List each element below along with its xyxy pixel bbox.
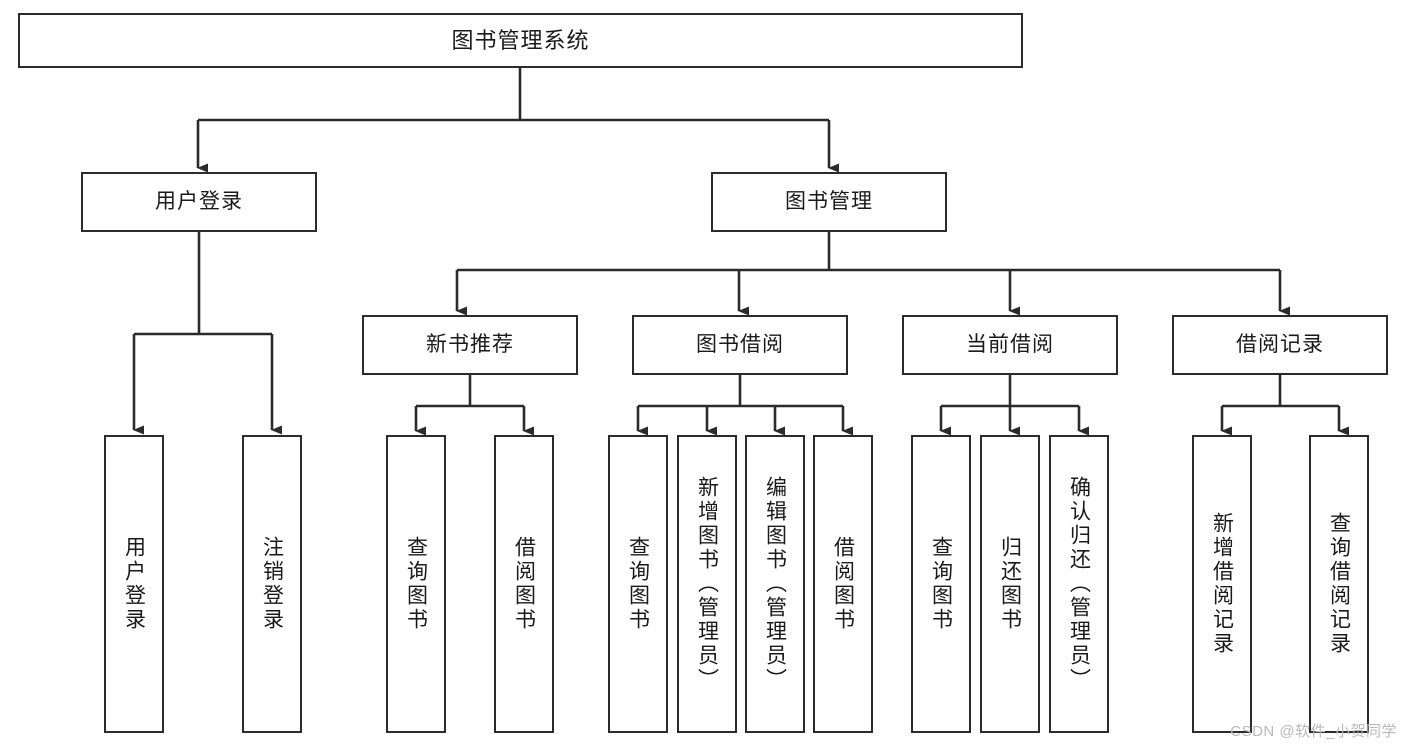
- leaf-label: 查询图书: [404, 536, 428, 632]
- leaf-label: 注销登录: [260, 536, 284, 632]
- leaf-label: 借阅图书: [831, 536, 855, 632]
- leaf-label: 归还图书: [998, 536, 1022, 632]
- node-root[interactable]: 图书管理系统: [18, 13, 1023, 68]
- leaf-new-book-borrow-book[interactable]: 借阅图书: [494, 435, 554, 733]
- node-book-borrow[interactable]: 图书借阅: [632, 315, 848, 375]
- leaf-current-borrow-query-book[interactable]: 查询图书: [911, 435, 971, 733]
- node-current-borrow[interactable]: 当前借阅: [902, 315, 1118, 375]
- node-new-book-recommend[interactable]: 新书推荐: [362, 315, 578, 375]
- leaf-label: 查询图书: [929, 536, 953, 632]
- leaf-user-login-login[interactable]: 用户登录: [104, 435, 164, 733]
- leaf-book-borrow-edit-book[interactable]: 编辑图书（管理员）: [745, 435, 805, 733]
- leaf-label: 新增借阅记录: [1210, 512, 1234, 656]
- leaf-current-borrow-return-book[interactable]: 归还图书: [980, 435, 1040, 733]
- leaf-borrow-record-query-record[interactable]: 查询借阅记录: [1309, 435, 1369, 733]
- leaf-book-borrow-add-book[interactable]: 新增图书（管理员）: [677, 435, 737, 733]
- node-book-management[interactable]: 图书管理: [711, 172, 947, 232]
- leaf-label: 借阅图书: [512, 536, 536, 632]
- leaf-current-borrow-confirm-return[interactable]: 确认归还（管理员）: [1049, 435, 1109, 733]
- node-borrow-record[interactable]: 借阅记录: [1172, 315, 1388, 375]
- leaf-user-login-logout[interactable]: 注销登录: [242, 435, 302, 733]
- leaf-label: 用户登录: [122, 536, 146, 632]
- watermark: CSDN @软件_小贺同学: [1230, 723, 1397, 740]
- leaf-label: 确认归还（管理员）: [1067, 476, 1091, 692]
- leaf-label: 新增图书（管理员）: [695, 476, 719, 692]
- node-user-login[interactable]: 用户登录: [81, 172, 317, 232]
- leaf-book-borrow-borrow-book[interactable]: 借阅图书: [813, 435, 873, 733]
- leaf-label: 查询借阅记录: [1327, 512, 1351, 656]
- leaf-label: 编辑图书（管理员）: [763, 476, 787, 692]
- leaf-label: 查询图书: [626, 536, 650, 632]
- leaf-book-borrow-query-book[interactable]: 查询图书: [608, 435, 668, 733]
- leaf-borrow-record-add-record[interactable]: 新增借阅记录: [1192, 435, 1252, 733]
- leaf-new-book-query-book[interactable]: 查询图书: [386, 435, 446, 733]
